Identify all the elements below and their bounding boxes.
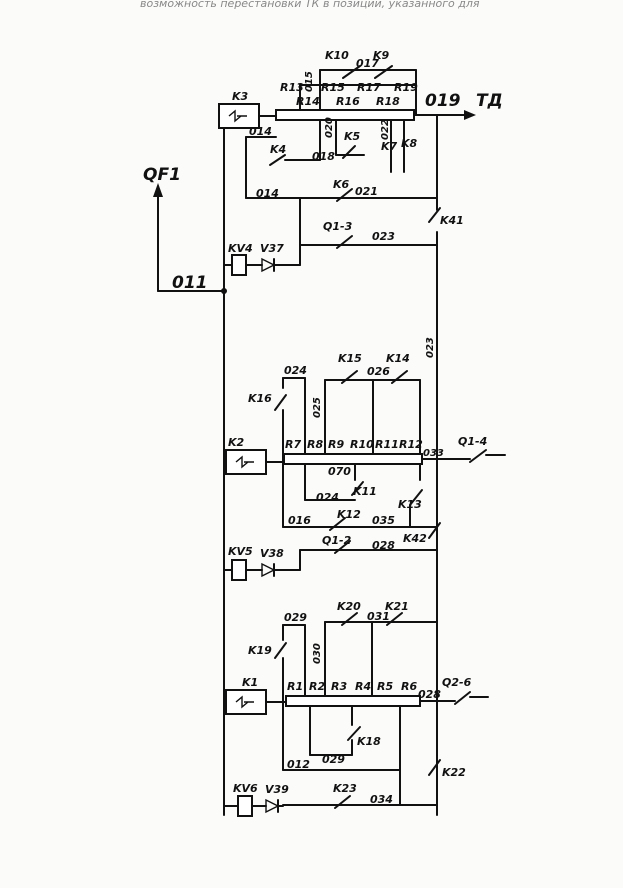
label-n016: 016 (288, 514, 311, 527)
label-k21: K21 (385, 600, 409, 613)
label-n012: 012 (287, 758, 310, 771)
label-n029a: 029 (284, 611, 307, 624)
section-middle (223, 370, 506, 581)
label-k18: K18 (357, 735, 381, 748)
label-n031: 031 (367, 610, 390, 623)
label-r2: R2 (309, 680, 325, 693)
label-r14: R14 (296, 95, 320, 108)
label-r9: R9 (328, 438, 344, 451)
label-n024b: 024 (316, 491, 339, 504)
label-r15: R15 (321, 81, 345, 94)
label-r18: R18 (376, 95, 400, 108)
label-n033: 033 (423, 448, 444, 459)
label-k14: K14 (386, 352, 410, 365)
label-n017: 017 (356, 57, 379, 70)
label-k20: K20 (337, 600, 361, 613)
label-n025: 025 (312, 397, 323, 418)
label-r11: R11 (375, 438, 399, 451)
label-n021: 021 (355, 185, 378, 198)
label-q1-2: Q1-2 (322, 534, 352, 547)
label-n011: 011 (172, 273, 208, 293)
label-n020: 020 (324, 117, 335, 138)
relay-kv5-coil (231, 559, 247, 581)
label-r6: R6 (401, 680, 417, 693)
label-k9: K9 (373, 49, 390, 62)
relay-kv4-coil (231, 254, 247, 276)
label-k11: K11 (353, 485, 377, 498)
label-r12: R12 (399, 438, 423, 451)
resistor-bar-bottom (285, 695, 421, 707)
label-q1-4: Q1-4 (458, 435, 487, 448)
label-k16: K16 (248, 392, 272, 405)
label-n015: 015 (304, 71, 315, 92)
label-q2-6: Q2-6 (442, 676, 472, 689)
label-td: ТД (476, 91, 503, 111)
label-n034: 034 (370, 793, 393, 806)
label-n023b: 023 (425, 337, 436, 358)
label-n024a: 024 (284, 364, 307, 377)
label-k12: K12 (337, 508, 361, 521)
label-n026: 026 (367, 365, 390, 378)
label-r8: R8 (307, 438, 323, 451)
label-k7: K7 (381, 140, 398, 153)
label-k23: K23 (333, 782, 357, 795)
label-r13: R13 (280, 81, 304, 94)
label-q1-3: Q1-3 (323, 220, 353, 233)
label-kv5: KV5 (228, 545, 253, 558)
label-r4: R4 (355, 680, 371, 693)
header-fragment: возможность перестановки ТК в позиции, у… (140, 0, 480, 10)
label-k5: K5 (344, 130, 361, 143)
label-r10: R10 (350, 438, 374, 451)
label-r1: R1 (287, 680, 303, 693)
relay-kv6-coil (237, 795, 253, 817)
label-k2: K2 (228, 436, 245, 449)
resistor-bar-top (275, 109, 415, 121)
label-k1: K1 (242, 676, 258, 689)
label-r3: R3 (331, 680, 347, 693)
label-n022: 022 (380, 119, 391, 140)
label-n023a: 023 (372, 230, 395, 243)
label-r16: R16 (336, 95, 360, 108)
labels: QF1 011 019 ТД K3 K2 K1 K10 K9 017 015 R… (143, 49, 503, 806)
label-n029b: 029 (322, 753, 345, 766)
label-v38: V38 (260, 547, 284, 560)
label-n019: 019 (425, 91, 461, 111)
label-r17: R17 (357, 81, 381, 94)
label-k6: K6 (333, 178, 350, 191)
label-v39: V39 (265, 783, 289, 796)
label-k10: K10 (325, 49, 349, 62)
resistor-bar-middle (283, 453, 423, 465)
label-k13: K13 (398, 498, 422, 511)
label-kv4: KV4 (228, 242, 253, 255)
label-n028b: 028 (418, 688, 441, 701)
section-top (218, 65, 476, 276)
label-k41: K41 (440, 214, 464, 227)
label-n014a: 014 (249, 125, 272, 138)
section-bottom (223, 612, 489, 817)
label-r7: R7 (285, 438, 301, 451)
label-k3: K3 (232, 90, 249, 103)
label-n035: 035 (372, 514, 395, 527)
label-r5: R5 (377, 680, 393, 693)
label-r19: R19 (394, 81, 418, 94)
label-k8: K8 (401, 137, 418, 150)
label-k15: K15 (338, 352, 362, 365)
label-n070: 070 (328, 465, 351, 478)
label-k42: K42 (403, 532, 427, 545)
label-n018: 018 (312, 150, 335, 163)
label-v37: V37 (260, 242, 284, 255)
label-k4: K4 (270, 143, 286, 156)
label-n030: 030 (312, 643, 323, 664)
label-k22: K22 (442, 766, 466, 779)
label-kv6: KV6 (233, 782, 258, 795)
label-k19: K19 (248, 644, 272, 657)
label-n014b: 014 (256, 187, 279, 200)
label-n028a: 028 (372, 539, 395, 552)
label-qf1: QF1 (143, 165, 181, 185)
